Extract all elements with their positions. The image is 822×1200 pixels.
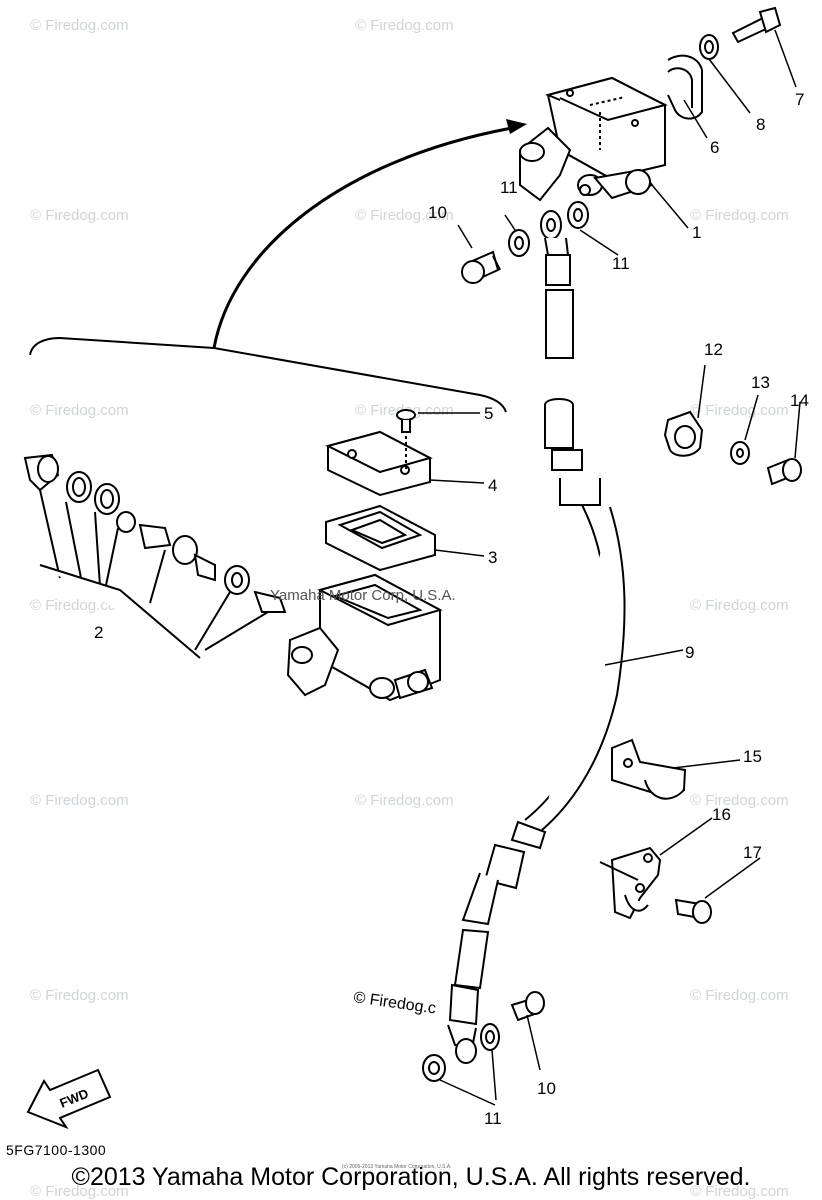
watermark: © Firedog.com [355, 792, 454, 809]
clip-assembly-upper [663, 410, 802, 486]
watermark: © Firedog.com [690, 987, 789, 1004]
master-cylinder-upper [519, 76, 668, 202]
watermark: © Firedog.com [30, 1183, 129, 1200]
watermark: © Firedog.com [690, 402, 789, 419]
clamp-and-bolt [667, 6, 782, 120]
callout-15: 15 [743, 747, 762, 766]
master-cylinder-lower [286, 430, 443, 702]
callout-6: 6 [710, 138, 719, 157]
callout-labels: 1 2 3 4 5 6 7 8 9 10 10 11 11 11 12 13 1… [94, 90, 809, 1128]
brake-hose [447, 210, 626, 1064]
callout-5: 5 [484, 404, 493, 423]
callout-10-upper: 10 [428, 203, 447, 222]
watermark: © Firedog.com [690, 792, 789, 809]
callout-7: 7 [795, 90, 804, 109]
watermark: © Firedog.com [30, 17, 129, 34]
watermark: © Firedog.com [690, 207, 789, 224]
banjo-lower [422, 991, 545, 1082]
assembly-arrow [29, 119, 527, 413]
watermark: © Firedog.com [30, 792, 129, 809]
watermark: © Firedog.com [30, 987, 129, 1004]
callout-10-lower: 10 [537, 1079, 556, 1098]
piston-kit [23, 453, 287, 659]
callout-3: 3 [488, 548, 497, 567]
callout-9: 9 [685, 643, 694, 662]
watermark: © Firedog.com [30, 207, 129, 224]
callout-1: 1 [692, 223, 701, 242]
callout-11-upper-right: 11 [612, 254, 630, 273]
watermark: © Firedog.com [355, 17, 454, 34]
fineprint: (c) 2005-2013 Yamaha Motor Corporation, … [342, 1164, 452, 1170]
screw-5 [396, 409, 416, 470]
callout-11-lower: 11 [484, 1109, 502, 1128]
overlay-text: Yamaha Motor Corp, U.S.A. [270, 587, 456, 604]
part-code: 5FG7100-1300 [6, 1142, 107, 1158]
clip-assembly-lower [599, 738, 712, 924]
watermark-small: © Firedog.c [352, 989, 436, 1017]
callout-17: 17 [743, 843, 762, 862]
copyright-notice: ©2013 Yamaha Motor Corporation, U.S.A. A… [71, 1163, 751, 1191]
callout-16: 16 [712, 805, 731, 824]
callout-2: 2 [94, 623, 103, 642]
callout-13: 13 [751, 373, 770, 392]
callout-12: 12 [704, 340, 723, 359]
leader-lines [418, 29, 801, 1106]
callout-11-upper-left: 11 [500, 178, 518, 197]
watermark: © Firedog.com [355, 207, 454, 224]
callout-14: 14 [790, 391, 809, 410]
fwd-arrow-icon: FWD [26, 1068, 112, 1130]
callout-8: 8 [756, 115, 765, 134]
watermark: © Firedog.com [690, 1183, 789, 1200]
watermark: © Firedog.com [690, 597, 789, 614]
banjo-upper [461, 201, 589, 284]
watermark: © Firedog.com [30, 402, 129, 419]
callout-4: 4 [488, 476, 497, 495]
watermark-layer: © Firedog.com © Firedog.com © Firedog.co… [30, 17, 789, 1200]
